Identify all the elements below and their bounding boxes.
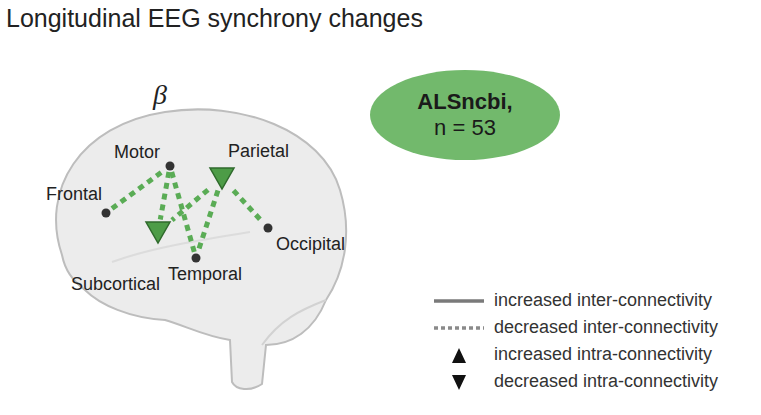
dotted-line-sample: [434, 326, 484, 330]
region-dot: [166, 162, 175, 171]
decreased-inter-connectivity-line: [172, 190, 208, 220]
legend-row: increased inter-connectivity: [432, 287, 718, 314]
brain-outline: [56, 109, 346, 389]
region-label: Motor: [114, 142, 160, 163]
region-label: Temporal: [168, 264, 242, 285]
region-dot: [264, 224, 273, 233]
region-marker: [263, 223, 273, 233]
region-node: Motor: [165, 161, 175, 171]
group-size: n = 53: [434, 115, 496, 141]
region-node: Frontal: [101, 208, 111, 218]
up-triangle-sample: [452, 348, 466, 363]
cerebellum-fold: [262, 300, 326, 345]
legend-sample: [432, 371, 486, 393]
decreased-inter-connectivity-line: [112, 170, 164, 208]
legend-row: decreased intra-connectivity: [432, 368, 718, 395]
region-label: Subcortical: [71, 274, 160, 295]
region-node-decreased: Subcortical: [145, 221, 171, 244]
legend-text: decreased inter-connectivity: [494, 317, 718, 338]
region-node: Occipital: [263, 223, 273, 233]
lateral-fissure: [112, 232, 250, 262]
group-ellipse: ALSncbi,n = 53: [370, 70, 560, 160]
legend-sample: [432, 290, 486, 312]
solid-line-sample: [434, 299, 484, 303]
region-node: Temporal: [191, 253, 201, 263]
region-label: Parietal: [228, 141, 289, 162]
band-symbol: β: [153, 80, 167, 111]
decreased-inter-connectivity-line: [198, 191, 218, 253]
decreased-inter-connectivity-line: [160, 172, 169, 220]
region-label: Occipital: [276, 234, 345, 255]
region-label: Frontal: [46, 184, 102, 205]
region-dot: [192, 254, 201, 263]
legend-text: increased intra-connectivity: [494, 344, 712, 365]
region-marker: [191, 253, 201, 263]
region-dot: [102, 209, 111, 218]
group-name: ALSncbi,: [417, 89, 512, 115]
region-marker: [145, 221, 171, 244]
legend-text: increased inter-connectivity: [494, 290, 712, 311]
figure-title: Longitudinal EEG synchrony changes: [6, 4, 423, 33]
decreased-inter-connectivity-line: [234, 191, 263, 223]
legend-row: increased intra-connectivity: [432, 341, 718, 368]
legend-row: decreased inter-connectivity: [432, 314, 718, 341]
legend-sample: [432, 317, 486, 339]
legend-sample: [432, 344, 486, 366]
legend-text: decreased intra-connectivity: [494, 371, 718, 392]
ellipse-fill: [370, 70, 560, 160]
region-marker: [101, 208, 111, 218]
down-triangle-sample: [452, 375, 466, 390]
decrease-triangle: [210, 168, 234, 189]
region-marker: [209, 167, 235, 190]
decrease-triangle: [146, 222, 170, 243]
region-marker: [165, 161, 175, 171]
legend: increased inter-connectivity decreased in…: [432, 287, 718, 395]
region-node-decreased: Parietal: [209, 167, 235, 190]
